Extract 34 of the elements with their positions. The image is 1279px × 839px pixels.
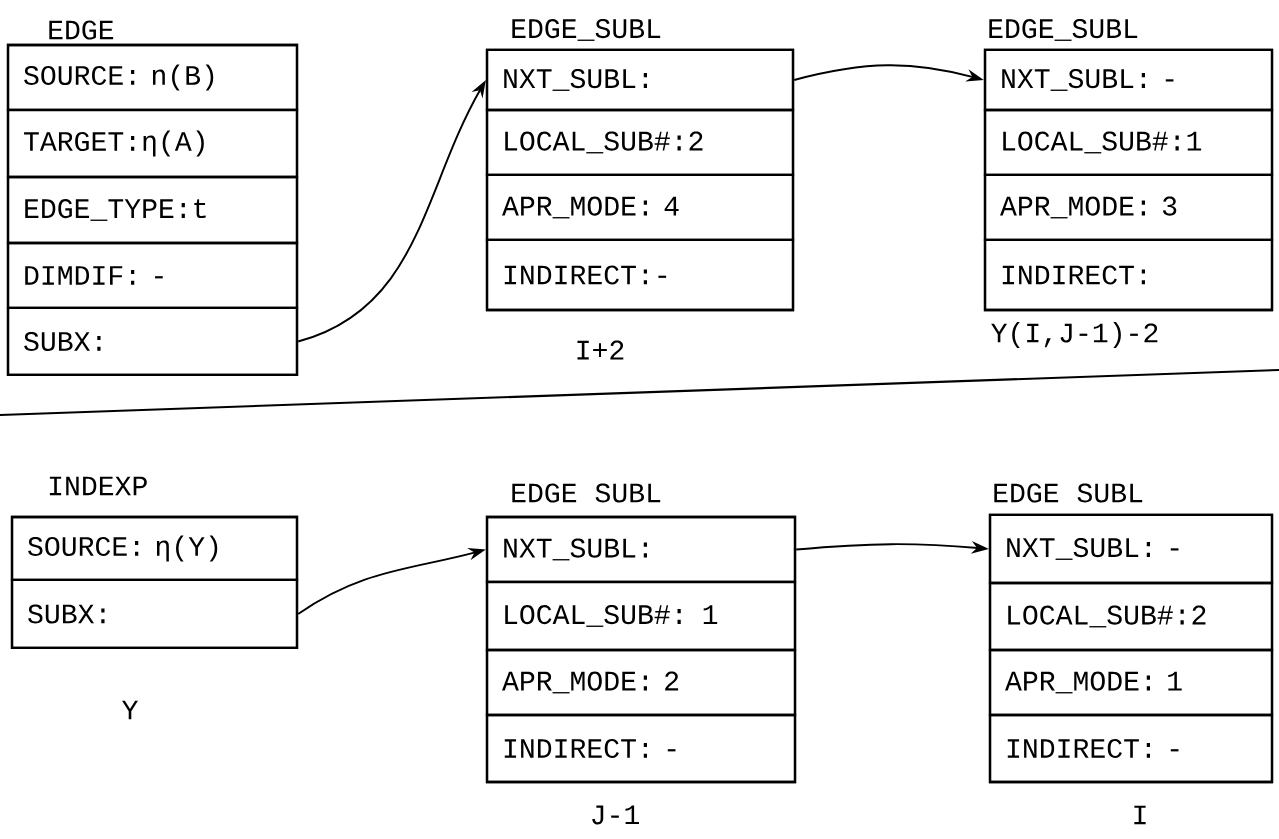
field-row: NXT_SUBL: - — [983, 48, 1274, 112]
field-row: SUBX: — [10, 578, 299, 650]
field-row: INDIRECT:- — [485, 238, 795, 312]
field-row: INDIRECT: - — [485, 713, 797, 784]
record-title: EDGE SUBL — [512, 483, 661, 503]
field-row: APR_MODE: 2 — [485, 648, 797, 717]
record-title: EDGE SUBL — [994, 483, 1143, 503]
field-row: SUBX: — [6, 306, 299, 377]
record-title: EDGE — [49, 20, 114, 40]
record-caption: Y — [122, 700, 138, 720]
record-caption: Y(I,J-1)-2 — [991, 321, 1158, 349]
field-row: APR_MODE: 4 — [485, 173, 795, 242]
field-row: SOURCE: n(B) — [6, 43, 299, 112]
field-row: APR_MODE: 1 — [988, 648, 1274, 717]
record-caption: I — [1134, 805, 1146, 825]
field-row: NXT_SUBL: — [485, 515, 797, 584]
record-caption: J-1 — [592, 805, 639, 825]
record-title: EDGE_SUBL — [512, 19, 661, 41]
field-row: INDIRECT: — [983, 238, 1274, 312]
record-caption: I+2 — [577, 340, 624, 360]
field-row: LOCAL_SUB#:1 — [983, 108, 1274, 177]
field-row: TARGET:η(A) — [6, 108, 299, 179]
field-row: APR_MODE: 3 — [983, 173, 1274, 242]
record-title: INDEXP — [49, 476, 147, 496]
field-row: SOURCE: η(Y) — [10, 515, 299, 582]
field-row: NXT_SUBL: - — [988, 513, 1274, 585]
field-row: DIMDIF: - — [6, 241, 299, 310]
field-row: INDIRECT: - — [988, 713, 1274, 784]
field-row: LOCAL_SUB#: 1 — [485, 580, 797, 652]
field-row: EDGE_TYPE:t — [6, 175, 299, 245]
field-row: LOCAL_SUB#:2 — [485, 108, 795, 177]
record-title: EDGE_SUBL — [989, 19, 1138, 41]
field-row: NXT_SUBL: — [485, 48, 795, 112]
field-row: LOCAL_SUB#:2 — [988, 581, 1274, 652]
